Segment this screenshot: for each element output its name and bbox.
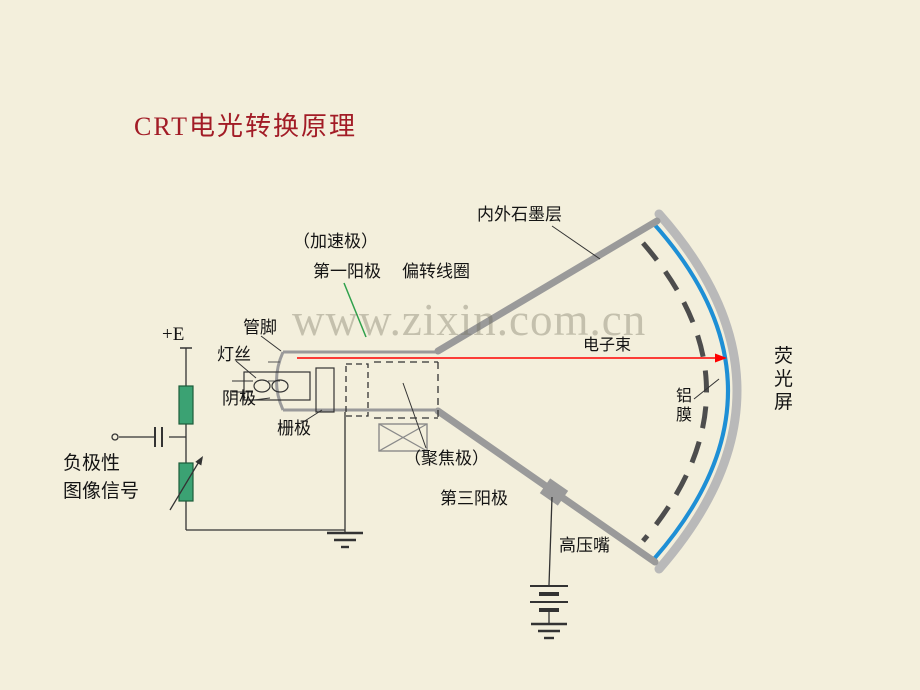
label-negative-signal-line1: 负极性	[63, 453, 121, 474]
filament-leader	[235, 360, 257, 379]
label-tube-pins: 管脚	[243, 318, 277, 337]
aluminum-film-leader	[693, 378, 720, 400]
hv-wire	[548, 496, 553, 586]
electron-beam-arrow	[297, 353, 727, 363]
focusing-leader	[402, 382, 427, 449]
slide-title: CRT电光转换原理	[134, 112, 358, 141]
screen-glass-arc	[654, 209, 742, 574]
graphite-leader	[551, 225, 601, 260]
hv-nozzle-button	[539, 478, 569, 506]
label-hv-nozzle: 高压嘴	[559, 536, 610, 555]
beam-arrowhead	[715, 353, 727, 363]
label-negative-signal: 负极性 图像信号	[63, 450, 139, 505]
screen-assembly	[641, 209, 742, 574]
electron-gun	[232, 361, 439, 419]
leader-lines	[235, 225, 720, 449]
label-graphite-layer: 内外石墨层	[477, 205, 562, 224]
label-first-anode: 第一阳极	[313, 262, 381, 281]
filament-coil	[253, 379, 271, 393]
first-anode-leader	[343, 282, 367, 338]
label-electron-beam: 电子束	[583, 337, 632, 354]
cathode-cylinder	[243, 371, 311, 401]
label-focusing-electrode: （聚焦极）	[404, 449, 489, 468]
deflection-coil-box	[378, 423, 428, 452]
inner-dashed-arc	[641, 241, 709, 543]
label-third-anode: 第三阳极	[440, 489, 508, 508]
deflection-yoke	[378, 423, 428, 452]
hv-circuit	[530, 496, 568, 640]
cathode-leader	[253, 397, 271, 401]
signal-input-terminal	[111, 433, 119, 441]
label-grid: 栅极	[277, 419, 311, 438]
grid-leader	[299, 409, 323, 425]
potentiometer-arrowhead	[195, 456, 203, 466]
label-accelerating-electrode: （加速极）	[293, 232, 378, 251]
label-phosphor-screen: 荧光屏	[774, 346, 794, 413]
label-cathode: 阴极	[222, 389, 256, 408]
label-filament: 灯丝	[217, 345, 251, 364]
label-negative-signal-line2: 图像信号	[63, 480, 140, 502]
resistor-upper	[178, 385, 194, 425]
bias-circuit	[111, 347, 363, 549]
label-deflection-coil: 偏转线圈	[402, 262, 470, 281]
filament-coil	[271, 379, 289, 393]
first-anode-electrode	[345, 363, 369, 417]
resistor-potentiometer	[178, 462, 194, 502]
aluminum-film-arc	[652, 222, 730, 561]
label-supply-plus-e: +E	[162, 324, 185, 345]
potentiometer-arrow	[169, 459, 201, 511]
tube-pins-leader	[260, 335, 282, 352]
grid-electrode	[315, 367, 335, 413]
label-aluminum-film: 铝膜	[676, 388, 693, 425]
funnel-top-wall	[434, 217, 661, 355]
